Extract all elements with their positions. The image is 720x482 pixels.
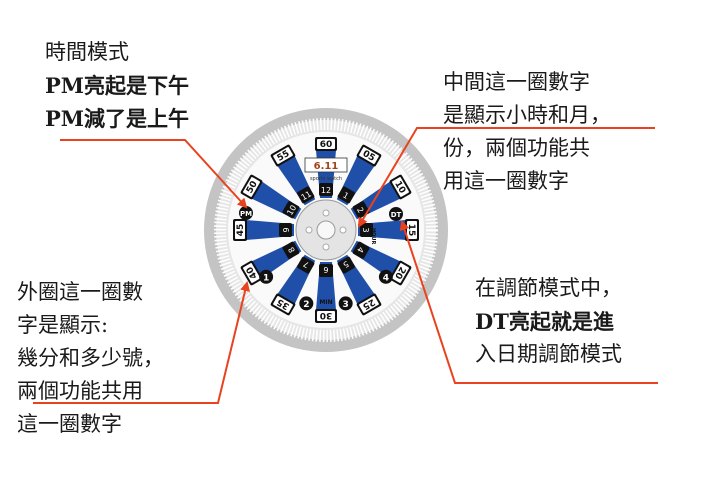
note-line: 在調節模式中， — [475, 276, 622, 300]
center-pin — [316, 220, 336, 240]
hour-label-box — [319, 183, 333, 196]
note-outer-ring: 外圈這一圈數 字是顯示: 幾分和多少號， 兩個功能共用 這一圈數字 — [17, 276, 164, 441]
note-line: 是顯示小時和月， — [443, 103, 611, 127]
hour-label-box — [337, 256, 355, 274]
svg-text:PM: PM — [240, 210, 252, 218]
note-line: 用這一圈數字 — [443, 169, 569, 193]
hour-label: 12 — [321, 186, 331, 195]
arrow-hour-ring — [357, 127, 655, 228]
hour-label-box — [297, 186, 315, 204]
dot-indicator: 4 — [378, 269, 393, 284]
hour-label: 3 — [361, 227, 370, 232]
hour-label: 4 — [355, 245, 365, 254]
hour-label-box — [319, 264, 333, 277]
minute-label: 15 — [406, 224, 416, 237]
svg-text:2: 2 — [303, 300, 309, 310]
dt-indicator: DT — [389, 207, 403, 221]
spoke: 210 — [350, 174, 412, 220]
dot-indicator: 1 — [259, 269, 274, 284]
spoke: 735 — [270, 254, 316, 316]
note-date-mode: 在調節模式中， DT亮起就是進 入日期調節模式 — [475, 272, 622, 371]
minute-label: 30 — [320, 310, 333, 320]
brand-subtext: sports watch — [310, 176, 342, 182]
note-line: 這一圈數字 — [17, 412, 122, 436]
note-line: 幾分和多少號， — [17, 346, 164, 370]
note-line: 兩個功能共用 — [17, 379, 143, 403]
hour-label: 10 — [285, 204, 298, 217]
brand-logo — [304, 157, 348, 173]
dot-indicator: 3 — [338, 296, 353, 311]
spoke: 840 — [240, 240, 302, 286]
note-line: DT亮起就是進 — [475, 309, 614, 334]
spoke: 105 — [336, 144, 382, 206]
svg-text:DT: DT — [391, 211, 402, 219]
hour-label: 11 — [300, 189, 313, 202]
hour-label-box — [297, 256, 315, 274]
hour-label: 6 — [323, 265, 328, 274]
pm-indicator: PM — [239, 206, 253, 220]
note-line: 份，兩個功能共 — [443, 136, 590, 160]
spoke: 6 30 — [315, 262, 337, 323]
arrow-pm — [60, 139, 248, 209]
minute-label: 45 — [236, 224, 246, 237]
hour-label: 8 — [287, 245, 297, 254]
note-time-mode: 時間模式 PM亮起是下午 PM減了是上午 — [45, 36, 189, 135]
note-line: 中間這一圈數字 — [443, 70, 590, 94]
note-middle-ring: 中間這一圈數字 是顯示小時和月， 份，兩個功能共 用這一圈數字 — [443, 66, 611, 198]
spoke: 420 — [350, 240, 412, 286]
svg-text:1: 1 — [263, 273, 269, 283]
svg-text:4: 4 — [383, 273, 389, 283]
min-marker: MIN — [319, 299, 332, 306]
hour-marker: HOUR — [370, 228, 376, 244]
hour-label: 5 — [341, 259, 350, 269]
note-line: 外圈這一圈數 — [17, 280, 143, 304]
svg-text:3: 3 — [343, 300, 349, 310]
spoke: 9 45 — [233, 219, 294, 241]
hour-label-box — [337, 186, 355, 204]
dot-indicator: 2 — [299, 296, 314, 311]
hour-label-box — [282, 241, 300, 259]
hour-label: 1 — [341, 191, 350, 201]
brand-text: 6.11 — [314, 161, 339, 172]
note-line: PM亮起是下午 — [45, 73, 190, 98]
hour-label-box — [352, 241, 370, 259]
spoke: 525 — [336, 254, 382, 316]
note-line: 入日期調節模式 — [475, 342, 622, 366]
hour-label: 2 — [355, 206, 365, 215]
hour-label-box — [282, 201, 300, 219]
note-line: PM減了是上午 — [45, 106, 190, 131]
minute-label: 60 — [320, 140, 333, 150]
note-line: 時間模式 — [45, 40, 129, 64]
arrow-minute-ring — [33, 281, 250, 404]
hour-label: 9 — [282, 227, 291, 232]
tick-ring — [214, 118, 438, 342]
hour-label-box — [279, 223, 292, 237]
hour-label: 7 — [302, 259, 311, 269]
note-line: 字是顯示: — [17, 313, 109, 337]
arrow-dt — [399, 220, 658, 384]
callout-lines — [33, 127, 658, 404]
